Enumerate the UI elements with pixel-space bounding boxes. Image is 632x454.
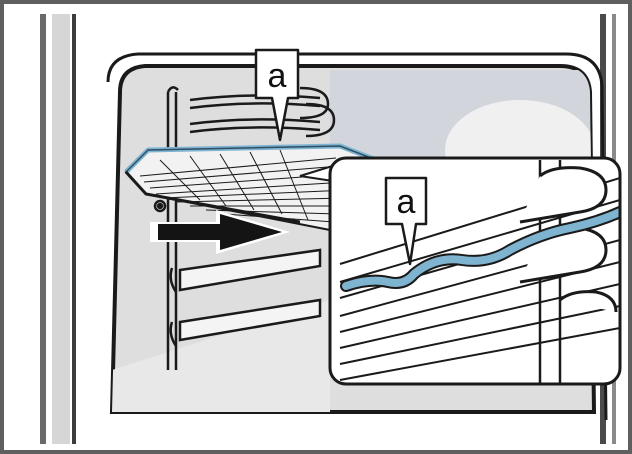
back-rack-rods: [189, 86, 336, 138]
push-arrow-icon: [150, 210, 290, 254]
callout-label-zoom: a: [397, 183, 416, 221]
callout-a-zoom: a: [384, 176, 428, 266]
callout-label-main: a: [268, 57, 287, 95]
zoom-inset: [328, 156, 622, 386]
callout-a-main: a: [254, 48, 300, 142]
oven-side-panel-left: [40, 14, 76, 444]
